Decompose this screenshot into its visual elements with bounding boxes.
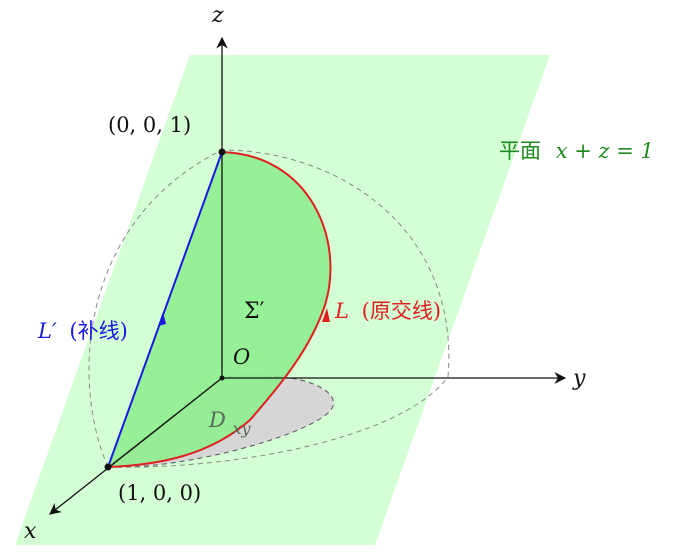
point-top [218,148,226,156]
region-label: D xy [208,408,252,438]
surface-sigma-prime [108,152,331,467]
x-axis-label: x [24,519,37,544]
plane-label-prefix: 平面 [499,139,541,163]
line-L-prime-note: (补线) [69,319,127,343]
point-top-label: (0, 0, 1) [108,113,191,137]
line-L-prime-label: L′ (补线) [37,319,128,343]
curve-L-note: (原交线) [362,299,441,323]
y-axis-label: y [572,366,586,391]
origin-label: O [233,345,250,369]
point-bottom-label: (1, 0, 0) [118,481,201,505]
x-axis [49,377,223,515]
line-L-prime-arrow [158,312,166,326]
z-axis-label: z [211,3,224,28]
curve-L-arrow [322,308,330,322]
line-L-prime-symbol: L′ [37,319,57,343]
region-subscript: xy [233,419,252,438]
region-symbol: D [208,408,226,432]
plane-label-equation: x + z = 1 [556,139,654,163]
point-bottom [104,463,112,471]
line-L-prime [107,151,223,468]
surface-label: Σ′ [244,299,265,324]
curve-L-symbol: L [334,299,349,323]
curve-L [107,151,332,468]
plane-label: 平面 x + z = 1 [499,139,654,163]
origin-point [219,375,225,381]
curve-L-label: L (原交线) [334,299,441,323]
equator-outline [107,376,449,468]
